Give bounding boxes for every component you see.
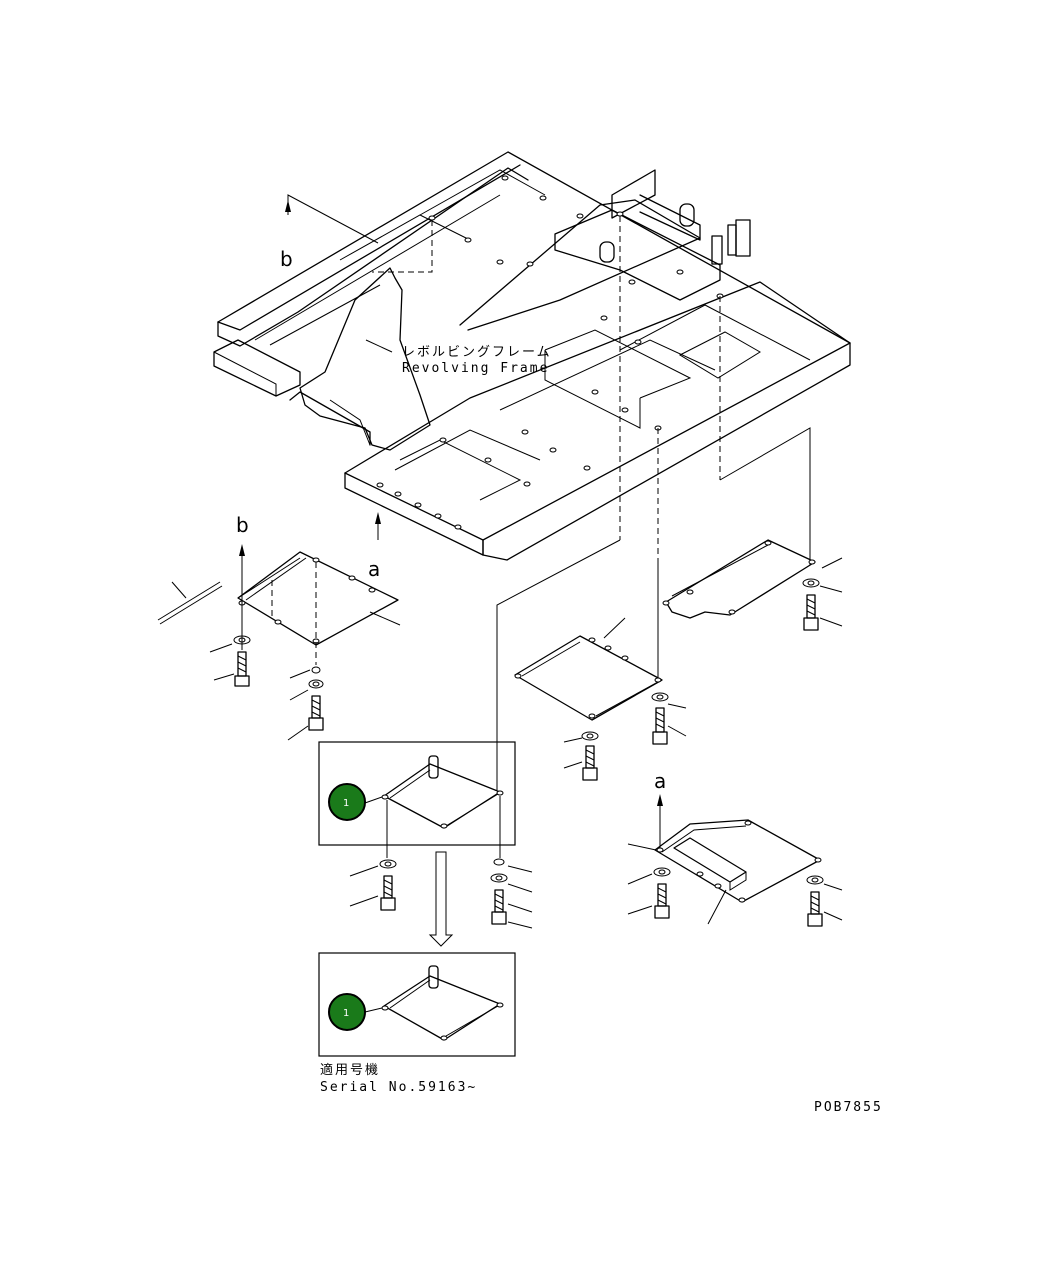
svg-text:1: 1	[343, 798, 349, 809]
bolt-set-detail-left	[349, 859, 397, 911]
view-arrow-a-frame: a	[368, 512, 381, 581]
bolt-set-right-lower-1	[627, 867, 671, 919]
detail-plate-bottom	[364, 965, 504, 1041]
bolt-set-middle-1	[651, 692, 687, 745]
view-arrow-a-right: a	[654, 769, 666, 848]
bolt-set-detail-right	[490, 858, 533, 929]
svg-text:b: b	[236, 513, 249, 537]
svg-text:b: b	[280, 247, 293, 271]
callout-1-top: 1	[328, 783, 366, 821]
view-arrow-b-left: b	[236, 513, 249, 650]
view-arrow-b-top: b	[280, 194, 379, 271]
bolt-set-right-upper	[802, 578, 843, 631]
svg-text:a: a	[654, 769, 666, 793]
frame-bolt-holes	[376, 175, 724, 530]
revolving-frame	[213, 151, 851, 561]
cover-plate-right-lower	[627, 819, 822, 925]
svg-text:a: a	[368, 557, 380, 581]
drawing-code: POB7855	[814, 1100, 883, 1115]
leader-lines	[496, 427, 811, 790]
cover-plate-right-upper	[662, 539, 843, 619]
bolt-set-middle-2	[563, 731, 599, 781]
serial-label-jp: 適用号機	[320, 1062, 380, 1078]
detail-box-bottom	[318, 952, 516, 1057]
transition-arrow	[428, 851, 454, 947]
bolt-set-left-1	[209, 635, 251, 687]
detail-plate-top	[364, 755, 504, 858]
cover-plate-middle	[514, 617, 663, 721]
frame-label-en: Revolving Frame	[402, 361, 549, 376]
bolt-set-right-lower-2	[806, 875, 843, 927]
cover-plate-left	[157, 551, 401, 665]
bolt-set-left-2	[287, 666, 324, 741]
frame-label-jp: レボルビングフレーム	[402, 345, 552, 360]
serial-label-en: Serial No.59163~	[320, 1080, 477, 1095]
svg-text:1: 1	[343, 1008, 349, 1019]
detail-box-top	[318, 741, 516, 846]
callout-1-bottom: 1	[328, 993, 366, 1031]
